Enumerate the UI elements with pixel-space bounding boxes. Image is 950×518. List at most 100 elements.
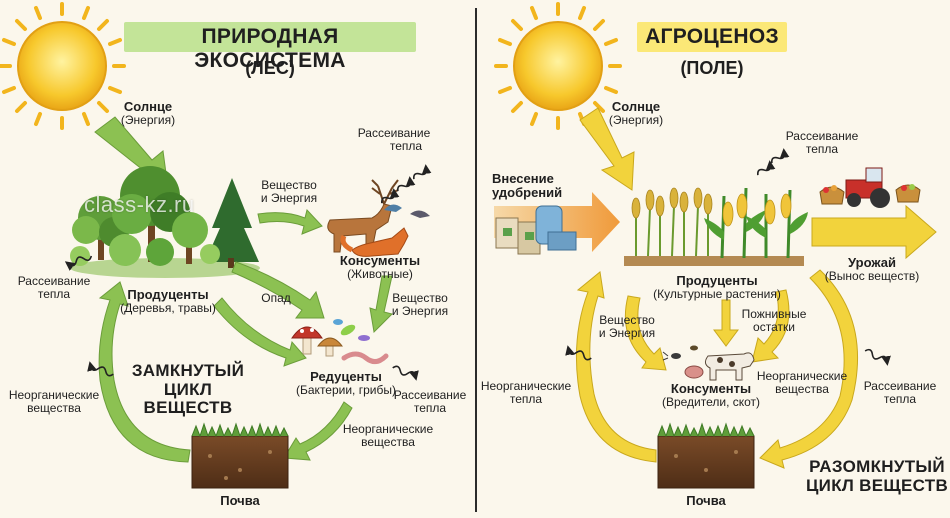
forest-soil-icon	[191, 422, 289, 489]
field-cycle-line2: ЦИКЛ ВЕЩЕСТВ	[805, 475, 949, 495]
fertilizer-line1: Внесение	[492, 171, 554, 186]
field-inorganic-left-label: Неорганические тепла	[474, 380, 578, 406]
harvest-title: Урожай	[848, 255, 896, 270]
field-consumers-title: Консументы	[670, 381, 752, 396]
field-sun-label: Солнце (Энергия)	[596, 99, 676, 128]
fertilizer-label: Внесение удобрений	[492, 171, 582, 201]
field-heat-right-label: Рассеивание тепла	[852, 380, 948, 406]
field-producers-note: (Культурные растения)	[653, 287, 781, 302]
field-title-highlight	[637, 22, 787, 52]
forest-inorganic-bottom-line2: вещества	[361, 434, 415, 449]
field-producers-label: Продуценты (Культурные растения)	[642, 273, 792, 302]
field-inorganic-right-line1: Неорганические	[756, 369, 848, 383]
forest-heat-top-line2: тепла	[389, 138, 423, 153]
forest-consumers-to-decomposers-arrow	[369, 275, 393, 334]
harvest-label: Урожай (Вынос веществ)	[814, 255, 930, 284]
watermark: class-kz.ru	[84, 192, 195, 217]
forest-inorganic-bottom-line1: Неорганические	[342, 422, 434, 436]
field-inorganic-left-line2: тепла	[509, 391, 543, 406]
field-residues-label: Пожнивные остатки	[736, 308, 812, 334]
forest-producers-note: (Деревья, травы)	[120, 301, 216, 316]
forest-matter-energy-top-line2: и Энергия	[260, 190, 318, 205]
forest-decomposers-icon	[291, 319, 389, 364]
forest-heat-squiggles-icon	[64, 164, 432, 381]
forest-matter-energy-right-label: Вещество и Энергия	[380, 292, 460, 318]
forest-inorganic-left-label: Неорганические вещества	[2, 389, 106, 415]
forest-sun-note: (Энергия)	[120, 113, 176, 128]
forest-soil-label: Почва	[220, 493, 260, 508]
harvest-arrow	[811, 204, 937, 260]
field-heat-squiggles-icon	[565, 148, 891, 366]
forest-title: ПРИРОДНАЯ ЭКОСИСТЕМА	[194, 25, 346, 72]
field-heat-top-label: Рассеивание тепла	[772, 130, 872, 156]
field-sun-arrow	[579, 107, 635, 191]
field-consumers-label: Консументы (Вредители, скот)	[648, 381, 774, 410]
forest-inorganic-left-line2: вещества	[27, 400, 81, 415]
forest-inorganic-bottom-label: Неорганические вещества	[336, 423, 440, 449]
harvest-note: (Вынос веществ)	[824, 269, 920, 284]
field-matter-energy-line1: Вещество	[599, 313, 655, 327]
forest-to-consumers-arrow	[257, 208, 323, 235]
field-subtitle: (ПОЛЕ)	[680, 58, 744, 78]
forest-heat-left-line1: Рассеивание	[17, 274, 91, 288]
field-cycle-line1: РАЗОМКНУТЫЙ	[809, 457, 945, 476]
forest-matter-energy-right-line2: и Энергия	[391, 303, 449, 318]
forest-decomposers-note: (Бактерии, грибы)	[296, 383, 396, 398]
tractor-icon	[819, 167, 921, 208]
field-inorganic-right-label: Неорганические вещества	[752, 370, 852, 396]
forest-sun-label: Солнце (Энергия)	[108, 99, 188, 128]
field-matter-energy-label: Вещество и Энергия	[586, 314, 668, 340]
field-inorganic-right-line2: вещества	[775, 381, 829, 396]
field-heat-right-line1: Рассеивание	[863, 379, 937, 393]
forest-heat-right-line1: Рассеивание	[393, 388, 467, 402]
forest-matter-energy-right-line1: Вещество	[392, 291, 448, 305]
forest-consumers-label: Консументы (Животные)	[330, 253, 430, 282]
forest-heat-left-label: Рассеивание тепла	[4, 275, 104, 301]
field-heat-right-line2: тепла	[883, 391, 917, 406]
field-sun-title: Солнце	[611, 99, 661, 114]
field-consumers-to-soil-arrow-right	[759, 269, 858, 469]
field-title: АГРОЦЕНОЗ	[645, 25, 779, 48]
forest-animals-icon	[327, 179, 430, 257]
field-cycle-return-arrow	[575, 271, 657, 463]
forest-matter-energy-top-label: Вещество и Энергия	[246, 179, 332, 205]
forest-matter-energy-top-line1: Вещество	[261, 178, 317, 192]
forest-cycle-label: ЗАМКНУТЫЙ ЦИКЛ ВЕЩЕСТВ	[118, 361, 258, 418]
field-matter-energy-line2: и Энергия	[598, 325, 656, 340]
forest-heat-top-line1: Рассеивание	[357, 126, 431, 140]
field-soil-icon	[657, 422, 755, 489]
fertilizer-line2: удобрений	[492, 185, 563, 201]
field-residues-line1: Пожнивные	[741, 307, 807, 321]
forest-cycle-line2: ЦИКЛ ВЕЩЕСТВ	[143, 379, 233, 418]
forest-producers-label: Продуценты (Деревья, травы)	[108, 287, 228, 316]
field-crops-icon	[624, 187, 808, 266]
forest-litter-arrow	[231, 261, 325, 319]
forest-consumers-title: Консументы	[339, 253, 421, 268]
fertilizer-bags-icon	[495, 205, 577, 255]
forest-inorganic-left-line1: Неорганические	[8, 388, 100, 402]
forest-decomposers-to-soil-arrow	[283, 401, 353, 461]
forest-subtitle: (ЛЕС)	[245, 58, 295, 78]
forest-cycle-line1: ЗАМКНУТЫЙ	[131, 361, 245, 380]
field-soil-label: Почва	[686, 493, 726, 508]
forest-heat-right-line2: тепла	[413, 400, 447, 415]
forest-litter-label: Опад	[261, 291, 291, 305]
forest-consumers-note: (Животные)	[347, 267, 413, 282]
field-heat-top-line2: тепла	[805, 141, 839, 156]
field-sun-note: (Энергия)	[608, 113, 664, 128]
forest-cycle-return-arrow	[98, 281, 191, 463]
forest-producers-to-decomposers-arrow	[213, 297, 307, 367]
forest-decomposers-title: Редуценты	[310, 369, 382, 384]
forest-sun-title: Солнце	[123, 99, 173, 114]
forest-heat-right-label: Рассеивание тепла	[380, 389, 480, 415]
field-producers-title: Продуценты	[676, 273, 758, 288]
forest-decomposers-label: Редуценты (Бактерии, грибы)	[286, 369, 406, 398]
field-consumers-icon	[662, 345, 755, 381]
field-residues-line2: остатки	[753, 319, 795, 334]
field-consumers-note: (Вредители, скот)	[661, 395, 761, 410]
forest-title-highlight	[124, 22, 416, 52]
field-producers-to-consumers-arrow-mid	[713, 299, 739, 347]
field-inorganic-left-line1: Неорганические	[480, 379, 572, 393]
